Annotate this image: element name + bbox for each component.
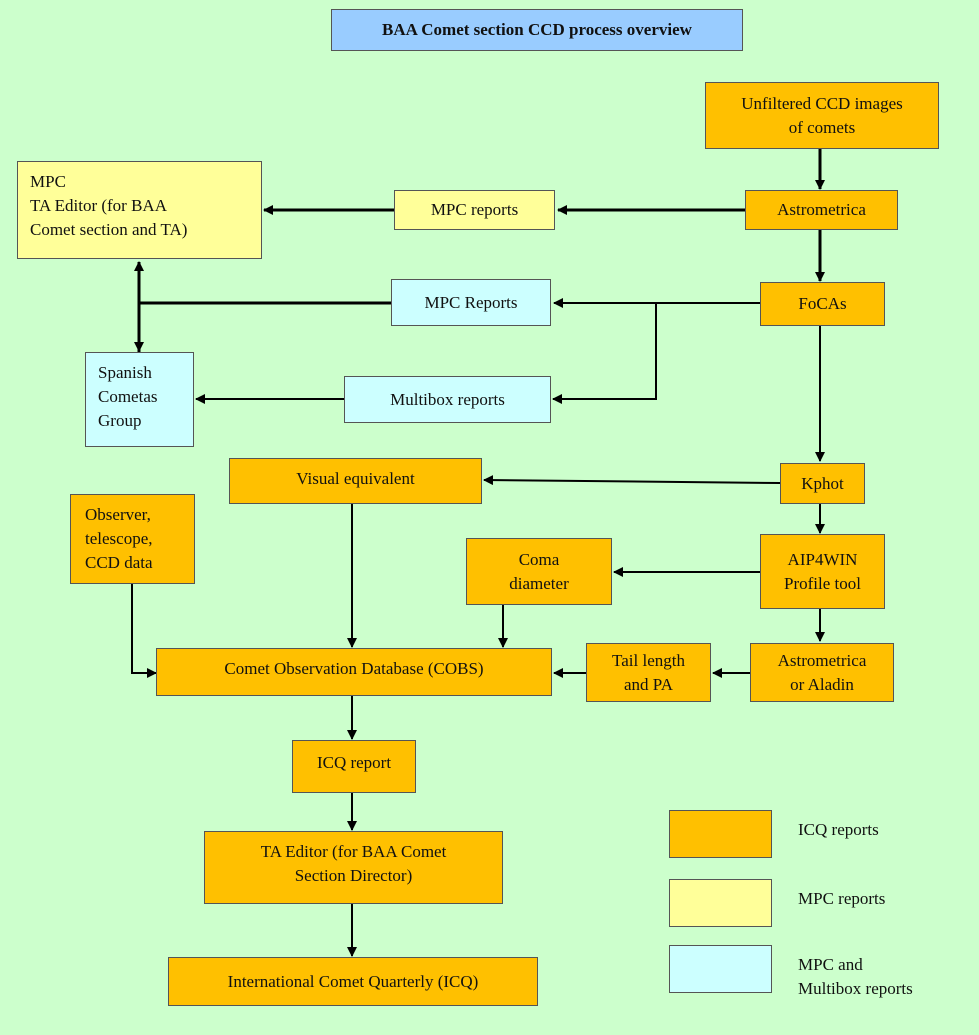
- node-tail-length: Tail length and PA: [586, 643, 711, 702]
- node-astrometrica: Astrometrica: [745, 190, 898, 230]
- node-unfiltered-ccd: Unfiltered CCD images of comets: [705, 82, 939, 149]
- legend-label-mpc-multibox: MPC and Multibox reports: [798, 955, 913, 998]
- node-multibox-reports: Multibox reports: [344, 376, 551, 423]
- legend-swatch-mpc-multibox: [669, 945, 772, 993]
- arrow-observer-cobs: [131, 584, 157, 678]
- node-visual-equivalent: Visual equivalent: [229, 458, 482, 504]
- legend-label-icq: ICQ reports: [798, 820, 879, 839]
- node-icq: International Comet Quarterly (ICQ): [168, 957, 538, 1006]
- legend-swatch-icq: [669, 810, 772, 858]
- node-observer-data: Observer, telescope, CCD data: [70, 494, 195, 584]
- legend-label-mpc: MPC reports: [798, 889, 886, 908]
- node-mpc-reports-2: MPC Reports: [391, 279, 551, 326]
- node-kphot: Kphot: [780, 463, 865, 504]
- node-coma-diameter: Coma diameter: [466, 538, 612, 605]
- legend-swatch-mpc: [669, 879, 772, 927]
- node-aip4win: AIP4WIN Profile tool: [760, 534, 885, 609]
- node-ta-editor: TA Editor (for BAA Comet Section Directo…: [204, 831, 503, 904]
- node-icq-report: ICQ report: [292, 740, 416, 793]
- arrow-kphot-visual: [483, 475, 781, 486]
- diagram-title: BAA Comet section CCD process overview: [331, 9, 743, 51]
- node-cobs: Comet Observation Database (COBS): [156, 648, 552, 696]
- node-mpc-reports: MPC reports: [394, 190, 555, 230]
- node-spanish-cometas: Spanish Cometas Group: [85, 352, 194, 447]
- arrow-focas-multibox: [552, 303, 657, 404]
- node-mpc-ta-editor: MPC TA Editor (for BAA Comet section and…: [17, 161, 262, 259]
- node-focas: FoCAs: [760, 282, 885, 326]
- node-astrometrica-aladin: Astrometrica or Aladin: [750, 643, 894, 702]
